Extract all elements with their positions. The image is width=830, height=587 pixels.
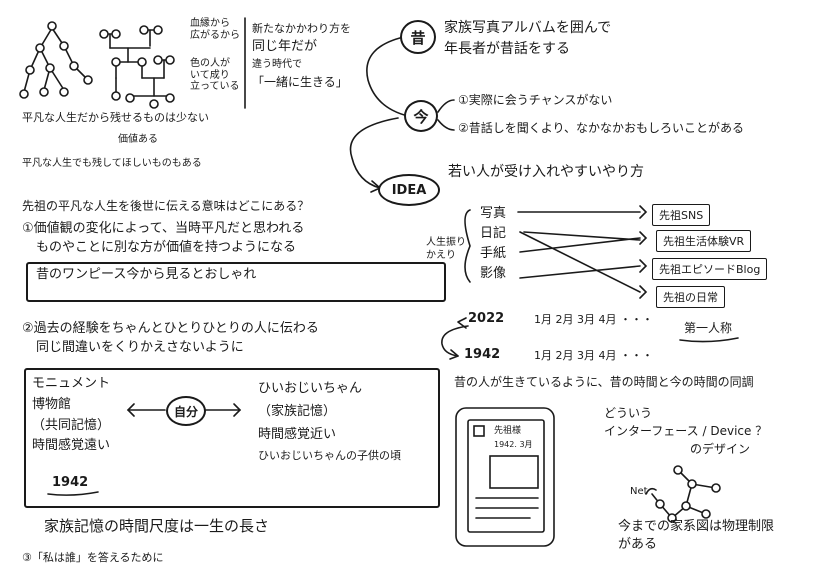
- tablet-date-label: 1942. 3月: [494, 440, 533, 449]
- timeline-1942-year: 1942: [464, 347, 501, 362]
- output-ancestor-blog: 先祖エピソードBlog: [652, 258, 768, 280]
- year-underline: [47, 491, 99, 496]
- life-review-label: 人生振り かえり: [426, 237, 466, 261]
- flow-arrow-past-now: [366, 35, 409, 117]
- first-person-label: 第一人称: [684, 321, 733, 335]
- tablet-screen: [467, 419, 545, 533]
- ordinary-life-note: 平凡な人生だから残せるものは少ない: [22, 111, 209, 124]
- past-description: 家族写真アルバムを囲んで 年長者が昔話をする: [444, 20, 612, 57]
- point-1: ①価値観の変化によって、当時平凡だと思われる ものやことに別な方が価値を持つよう…: [22, 221, 305, 255]
- family-memory-scale: 家族記憶の時間尺度は一生の長さ: [44, 517, 270, 535]
- tablet-name-label: 先祖様: [494, 426, 522, 436]
- blood-line-note: 血縁から 広がるから: [190, 18, 240, 41]
- now-item-1: ①実際に会うチャンスがない: [458, 93, 613, 107]
- ordinary-sub-note: 価値ある: [118, 134, 158, 145]
- point-3: ③「私は誰」を答えるために: [22, 551, 164, 564]
- timeline-1942-months: 1月 2月 3月 4月 ・・・: [534, 349, 653, 362]
- output-ancestor-sns: 先祖SNS: [652, 204, 711, 226]
- point-1-example: 昔のワンピース今から見るとおしゃれ: [36, 267, 257, 282]
- new-relation-note: 新たなかかわり方を 同じ年だが 違う時代で 「一緒に生きる」: [252, 22, 351, 89]
- many-people-note: 色の人が いて成り 立っている: [190, 58, 240, 92]
- net-pointer: [645, 487, 657, 495]
- media-bracket: [464, 209, 471, 283]
- now-node: 今: [404, 100, 438, 132]
- timeline-arrowhead-top: [457, 317, 467, 329]
- ordinary-life-note-2: 平凡な人生でも残してほしいものもある: [22, 158, 202, 169]
- timeline-arrow: [441, 325, 469, 357]
- timeline-2022-year: 2022: [468, 311, 505, 326]
- timeline-2022-months: 1月 2月 3月 4月 ・・・: [534, 313, 653, 326]
- past-node: 昔: [400, 20, 436, 54]
- now-bracket-bottom: [437, 119, 455, 131]
- network-graph-nodes: [655, 465, 721, 523]
- timeline-arrowhead: [449, 349, 459, 360]
- now-item-2: ②昔話しを聞くより、なかなかおもしろいことがある: [458, 121, 745, 135]
- family-tree-limit-note: 今までの家系図は物理制限 がある: [618, 519, 775, 553]
- flow-arrow-now-idea: [349, 117, 399, 189]
- tablet-frame: [455, 407, 555, 547]
- main-question: 先祖の平凡な人生を後世に伝える意味はどこにある？: [22, 199, 310, 213]
- idea-title: 若い人が受け入れやすいやり方: [448, 164, 644, 180]
- self-node: 自分: [166, 396, 206, 426]
- collective-memory: モニュメント 博物館 （共同記憶） 時間感覚遠い: [32, 376, 111, 454]
- family-tree-nodes-a: [19, 21, 93, 99]
- first-person-underline: [679, 337, 739, 343]
- compare-year: 1942: [52, 475, 89, 490]
- point-1-example-box: 昔のワンピース今から見るとおしゃれ: [26, 262, 446, 302]
- point-2: ②過去の経験をちゃんとひとりひとりの人に伝わる 同じ間違いをくりかえさないように: [22, 321, 319, 355]
- idea-node: IDEA: [378, 174, 440, 206]
- family-memory-column: ひいおじいちゃん （家族記憶） 時間感覚近い ひいおじいちゃんの子供の頃: [258, 381, 401, 463]
- output-arrowheads: [639, 205, 648, 299]
- family-tree-icon-a: [23, 27, 89, 93]
- media-list: 写真 日記 手紙 影像: [480, 206, 507, 282]
- timeline-caption: 昔の人が生きているように、昔の時間と今の時間の同調: [454, 375, 754, 389]
- media-output-links: [517, 211, 641, 293]
- tablet-avatar: [473, 425, 485, 437]
- now-bracket-top: [437, 99, 455, 113]
- net-label: Net: [630, 486, 648, 497]
- output-ancestor-daily: 先祖の日常: [656, 286, 725, 308]
- memory-compare-box: [24, 368, 440, 508]
- tablet-photo: [489, 455, 539, 489]
- family-tree-nodes-b: [99, 25, 175, 109]
- interface-question: どういう インターフェース / Device ？ のデザイン: [604, 406, 768, 456]
- output-ancestor-vr: 先祖生活体験VR: [656, 230, 752, 252]
